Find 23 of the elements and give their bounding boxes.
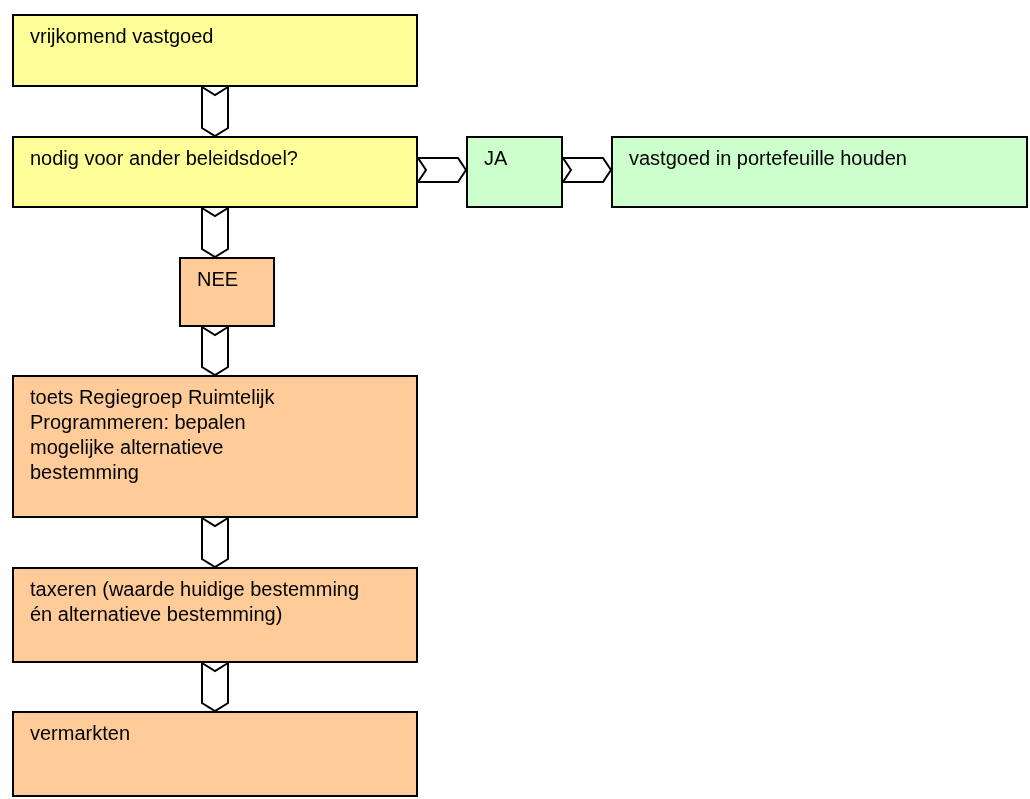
box-text: vrijkomend vastgoed: [30, 24, 215, 49]
process-box: [611, 136, 1028, 208]
chevron-arrow: [201, 206, 229, 259]
process-box: [179, 257, 275, 327]
box-text: taxeren (waarde huidige bestemming én alternatieve bestemming): [30, 577, 360, 627]
chevron-arrow: [201, 661, 229, 713]
box-text: NEE: [197, 267, 240, 292]
process-box: [12, 711, 418, 797]
chevron-arrow: [201, 85, 229, 138]
process-box: [12, 567, 418, 663]
chevron-arrow: [561, 157, 613, 183]
process-box: [12, 375, 418, 518]
process-box: [466, 136, 563, 208]
box-text: vastgoed in portefeuille houden: [629, 146, 908, 171]
box-text: toets Regiegroep Ruimtelijk Programmeren: bepalen mogelijke alternatieve bestemming: [30, 385, 276, 485]
process-box: [12, 14, 418, 87]
chevron-arrow: [416, 157, 468, 183]
chevron-arrow: [201, 325, 229, 377]
chevron-arrow: [201, 516, 229, 569]
box-text: JA: [484, 146, 509, 171]
box-text: nodig voor ander beleidsdoel?: [30, 146, 299, 171]
process-box: [12, 136, 418, 208]
box-text: vermarkten: [30, 721, 132, 746]
